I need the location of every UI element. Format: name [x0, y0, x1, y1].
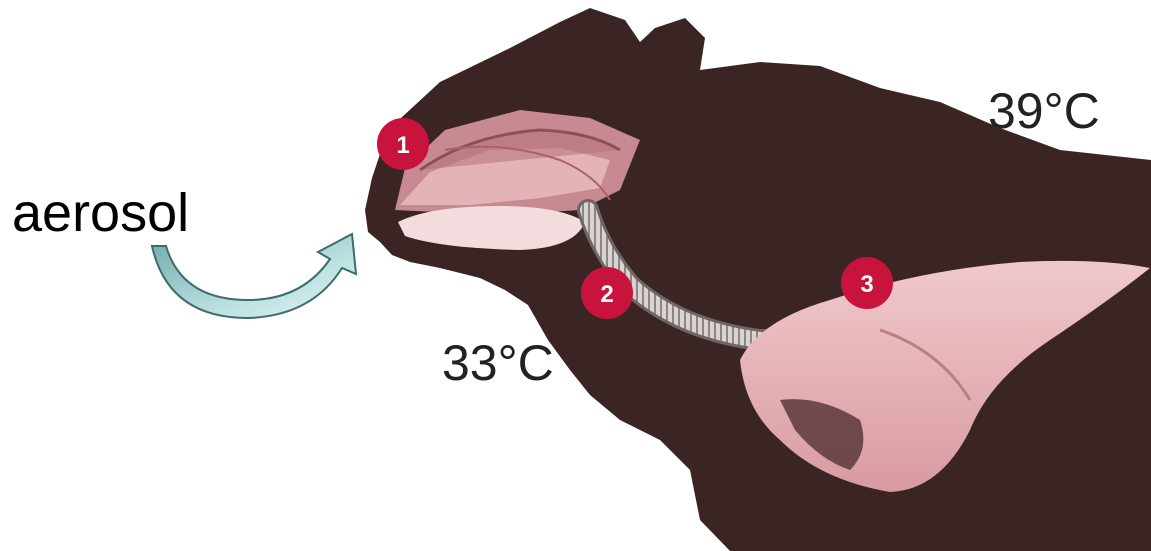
aerosol-inhalation-arrow	[152, 234, 356, 318]
svg-text:2: 2	[600, 281, 613, 308]
aerosol-label: aerosol	[12, 186, 189, 240]
svg-text:1: 1	[396, 132, 409, 159]
marker-3: 3	[841, 257, 893, 309]
body-temperature-label: 39°C	[988, 86, 1100, 136]
throat-temperature-label: 33°C	[442, 338, 554, 388]
marker-1: 1	[377, 118, 429, 170]
marker-2: 2	[581, 267, 633, 319]
svg-text:3: 3	[860, 271, 873, 298]
